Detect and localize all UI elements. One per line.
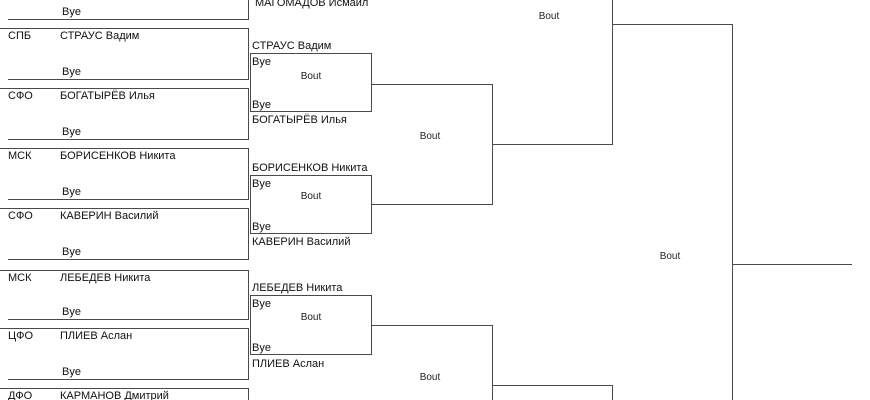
athlete-name: ЛЕБЕДЕВ Никита	[60, 272, 151, 284]
athlete-name: БОРИСЕНКОВ Никита	[60, 150, 176, 162]
athlete-name: МАГОМАДОВ Исмаил	[255, 0, 369, 9]
region-code: ДФО	[8, 390, 33, 400]
bout-label: Bout	[300, 312, 322, 323]
match-line	[0, 328, 249, 329]
pair-connector	[248, 208, 249, 260]
athlete-name: БОГАТЫРЁВ Илья	[252, 114, 347, 126]
match-line	[0, 208, 249, 209]
pair-connector	[248, 0, 249, 20]
region-code: МСК	[8, 272, 32, 284]
pair-connector	[248, 270, 249, 320]
match-line	[0, 88, 249, 89]
bye-line	[8, 19, 249, 20]
bye-line	[8, 199, 249, 200]
bout-label: Bout	[300, 71, 322, 82]
pair-connector	[248, 328, 249, 380]
athlete-name: СТРАУС Вадим	[252, 40, 332, 52]
bout-label: Bout	[538, 11, 560, 22]
bye-label: Bye	[252, 342, 271, 354]
bout-box	[250, 295, 372, 355]
advance-line	[372, 204, 492, 205]
athlete-name: ПЛИЕВ Аслан	[252, 358, 325, 370]
bye-label: Bye	[252, 221, 271, 233]
match-line	[0, 388, 249, 389]
athlete-name: ПЛИЕВ Аслан	[60, 330, 133, 342]
athlete-name: БОРИСЕНКОВ Никита	[252, 162, 368, 174]
bye-label: Bye	[62, 126, 81, 138]
bye-line	[8, 79, 249, 80]
pair-connector	[248, 148, 249, 200]
bye-label: Bye	[62, 66, 81, 78]
bye-label: Bye	[62, 186, 81, 198]
match-line	[0, 28, 249, 29]
bye-label: Bye	[62, 246, 81, 258]
bout-label: Bout	[419, 131, 441, 142]
bracket-connector	[492, 325, 493, 400]
athlete-name: КАВЕРИН Василий	[60, 210, 159, 222]
bye-label: Bye	[62, 6, 81, 18]
bye-line	[8, 139, 249, 140]
region-code: МСК	[8, 150, 32, 162]
region-code: СФО	[8, 210, 33, 222]
bye-line	[8, 259, 249, 260]
region-code: ЦФО	[8, 330, 34, 342]
bout-label: Bout	[300, 191, 322, 202]
bye-label: Bye	[62, 366, 81, 378]
bout-label: Bout	[659, 251, 681, 262]
advance-line	[612, 24, 732, 25]
athlete-name: СТРАУС Вадим	[60, 30, 140, 42]
bye-label: Bye	[252, 298, 271, 310]
advance-line	[492, 144, 612, 145]
bracket-connector	[612, 385, 613, 400]
bout-box	[250, 53, 372, 112]
match-line	[0, 148, 249, 149]
pair-connector	[248, 28, 249, 80]
advance-line	[492, 385, 612, 386]
region-code: СФО	[8, 90, 33, 102]
advance-line	[372, 325, 492, 326]
bye-label: Bye	[252, 178, 271, 190]
bye-label: Bye	[62, 306, 81, 318]
athlete-name: КАВЕРИН Василий	[252, 236, 351, 248]
bracket-connector	[612, 0, 613, 145]
athlete-name: БОГАТЫРЁВ Илья	[60, 90, 155, 102]
bye-label: Bye	[252, 56, 271, 68]
bout-box	[250, 175, 372, 234]
bye-line	[8, 379, 249, 380]
bout-label: Bout	[419, 372, 441, 383]
bye-label: Bye	[252, 99, 271, 111]
pair-connector	[248, 88, 249, 140]
advance-line	[372, 84, 492, 85]
winner-line	[732, 264, 852, 265]
athlete-name: ЛЕБЕДЕВ Никита	[252, 282, 343, 294]
bye-line	[8, 319, 249, 320]
match-line	[0, 270, 249, 271]
athlete-name: КАРМАНОВ Дмитрий	[60, 390, 169, 400]
region-code: СПБ	[8, 30, 32, 42]
pair-connector	[248, 388, 249, 400]
bracket-connector	[732, 24, 733, 400]
